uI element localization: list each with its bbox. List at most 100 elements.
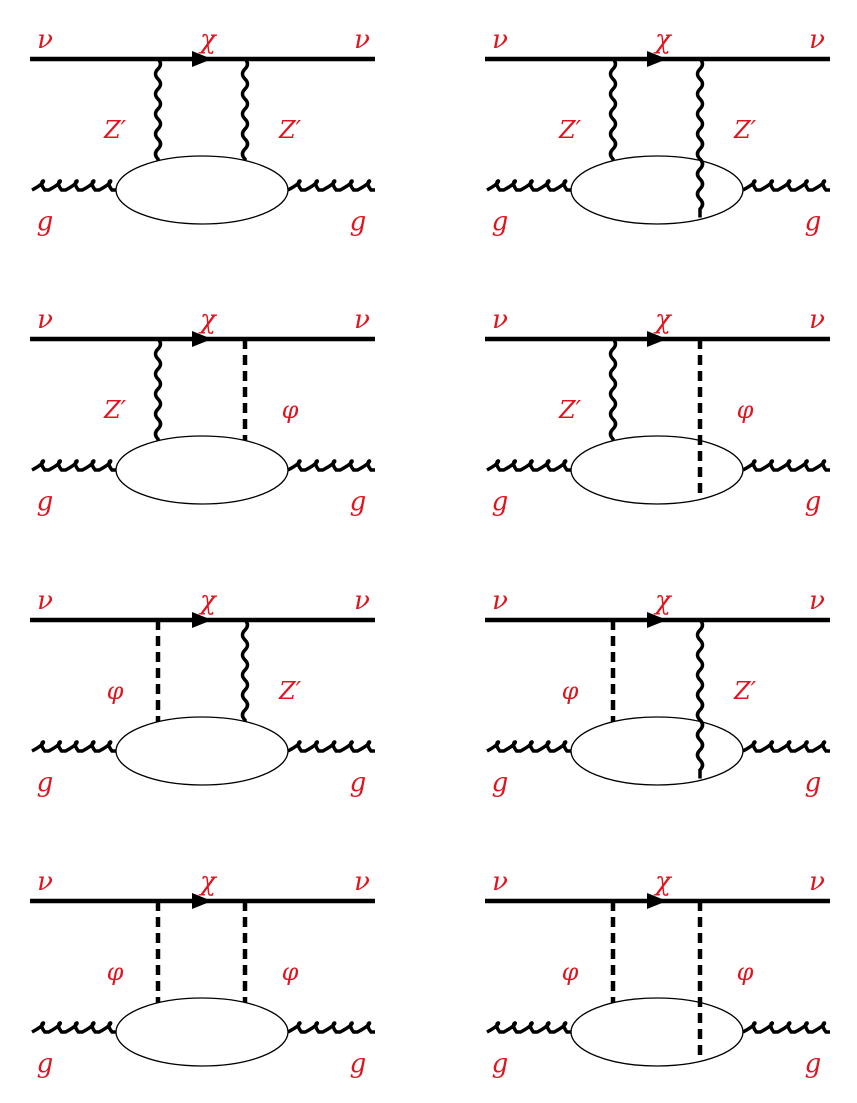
label-right-boson: Z′: [733, 116, 757, 144]
gluon-left: [31, 179, 116, 192]
quark-loop-blob: [570, 155, 744, 225]
boson-left: [153, 337, 163, 441]
fermion-arrow-icon: [647, 893, 667, 909]
fermion-arrow-icon: [192, 612, 212, 628]
label-top-left: ν: [492, 25, 508, 55]
gluon-right: [742, 1021, 830, 1034]
fermion-arrow-icon: [192, 893, 212, 909]
label-left-boson: φ: [107, 677, 124, 705]
label-top-right: ν: [809, 25, 825, 55]
label-top-mid: χ: [198, 305, 218, 335]
label-left-boson: Z′: [103, 396, 127, 424]
label-top-right: ν: [354, 586, 370, 616]
fermion-arrow-icon: [192, 331, 212, 347]
label-left-boson: Z′: [558, 116, 582, 144]
gluon-left: [31, 740, 116, 753]
label-top-mid: χ: [653, 586, 673, 616]
fermion-arrow-icon: [192, 51, 212, 67]
label-left-boson: φ: [562, 677, 579, 705]
label-top-left: ν: [492, 867, 508, 897]
label-bottom-left: g: [37, 487, 54, 517]
gluon-right: [287, 1021, 375, 1034]
label-bottom-left: g: [37, 207, 54, 237]
quark-loop-blob: [570, 435, 744, 505]
boson-left: [608, 337, 618, 441]
label-left-boson: Z′: [103, 116, 127, 144]
label-right-boson: Z′: [278, 116, 302, 144]
feynman-diagram-d8: ν χ ν φ φ g g: [485, 867, 830, 1079]
label-bottom-left: g: [492, 1049, 509, 1079]
label-top-mid: χ: [653, 867, 673, 897]
gluon-left: [31, 1021, 116, 1034]
fermion-arrow-icon: [647, 331, 667, 347]
label-top-mid: χ: [653, 305, 673, 335]
label-bottom-right: g: [805, 487, 822, 517]
gluon-left: [31, 459, 116, 472]
label-top-left: ν: [37, 25, 53, 55]
boson-right: [695, 57, 705, 218]
label-top-right: ν: [354, 305, 370, 335]
quark-loop-blob: [570, 997, 744, 1067]
boson-right: [240, 618, 250, 722]
gluon-left: [486, 179, 571, 192]
quark-loop-blob: [115, 716, 289, 786]
label-top-left: ν: [37, 586, 53, 616]
label-right-boson: φ: [282, 396, 299, 424]
quark-loop-blob: [115, 997, 289, 1067]
boson-left: [153, 57, 163, 161]
label-top-left: ν: [37, 867, 53, 897]
label-bottom-right: g: [350, 487, 367, 517]
boson-right: [240, 57, 250, 161]
label-right-boson: φ: [737, 958, 754, 986]
label-bottom-left: g: [37, 1049, 54, 1079]
label-bottom-right: g: [805, 768, 822, 798]
gluon-right: [287, 740, 375, 753]
label-top-right: ν: [809, 586, 825, 616]
label-bottom-left: g: [37, 768, 54, 798]
gluon-left: [486, 1021, 571, 1034]
label-top-left: ν: [492, 305, 508, 335]
label-top-mid: χ: [198, 25, 218, 55]
quark-loop-blob: [570, 716, 744, 786]
gluon-right: [287, 459, 375, 472]
label-top-mid: χ: [198, 867, 218, 897]
label-right-boson: φ: [282, 958, 299, 986]
label-left-boson: φ: [562, 958, 579, 986]
label-left-boson: φ: [107, 958, 124, 986]
feynman-diagram-d7: ν χ ν φ φ g g: [30, 867, 375, 1079]
label-bottom-left: g: [492, 207, 509, 237]
fermion-arrow-icon: [647, 51, 667, 67]
label-left-boson: Z′: [558, 396, 582, 424]
label-top-right: ν: [809, 305, 825, 335]
label-bottom-right: g: [805, 1049, 822, 1079]
gluon-left: [486, 740, 571, 753]
fermion-arrow-icon: [647, 612, 667, 628]
label-right-boson: Z′: [733, 677, 757, 705]
label-bottom-right: g: [805, 207, 822, 237]
boson-left: [608, 57, 618, 161]
gluon-right: [742, 179, 830, 192]
label-top-mid: χ: [653, 25, 673, 55]
gluon-right: [742, 740, 830, 753]
gluon-left: [486, 459, 571, 472]
label-top-right: ν: [354, 867, 370, 897]
label-bottom-right: g: [350, 1049, 367, 1079]
gluon-right: [287, 179, 375, 192]
label-right-boson: φ: [737, 396, 754, 424]
label-top-mid: χ: [198, 586, 218, 616]
label-top-right: ν: [354, 25, 370, 55]
label-top-right: ν: [809, 867, 825, 897]
boson-right: [695, 618, 705, 779]
quark-loop-blob: [115, 155, 289, 225]
label-top-left: ν: [492, 586, 508, 616]
gluon-right: [742, 459, 830, 472]
quark-loop-blob: [115, 435, 289, 505]
label-right-boson: Z′: [278, 677, 302, 705]
feynman-diagram-d3: ν χ νZ′ φ g g: [30, 305, 375, 517]
label-top-left: ν: [37, 305, 53, 335]
